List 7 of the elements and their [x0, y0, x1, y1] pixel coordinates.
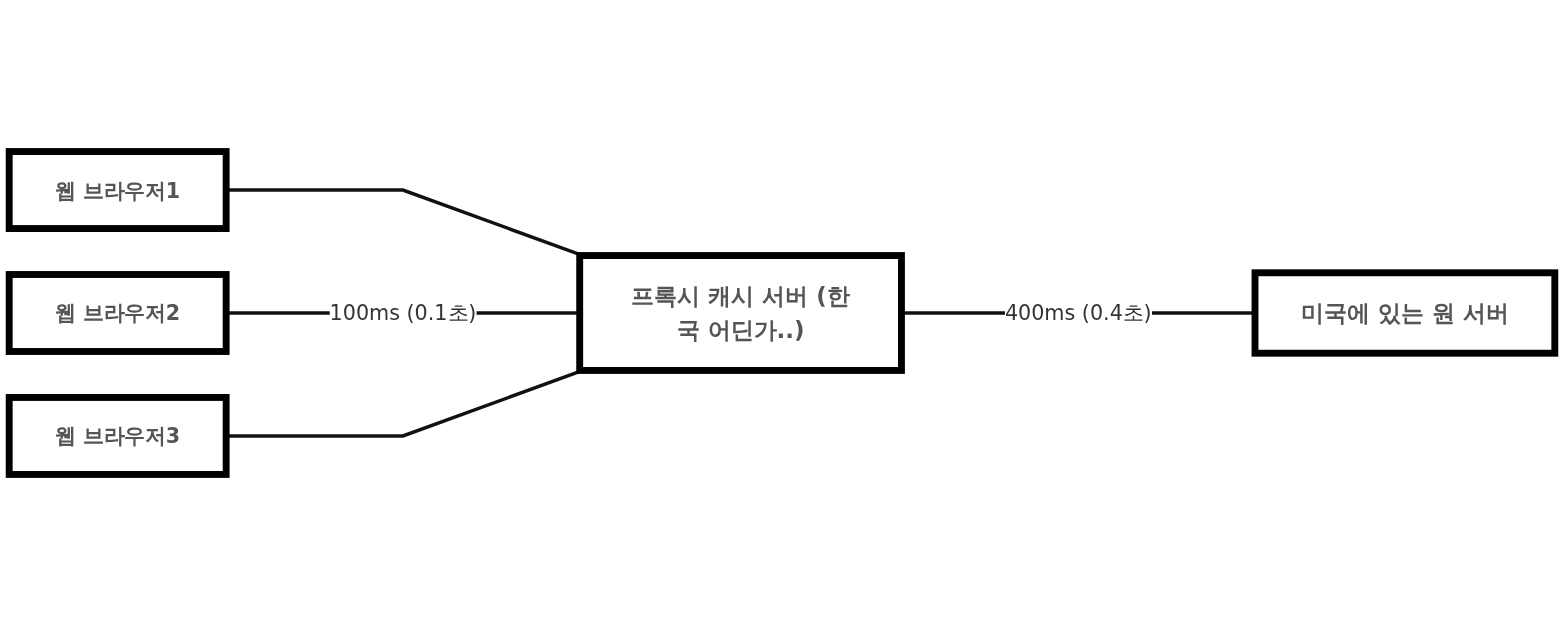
node-box: 웹 브라우저1: [5, 148, 230, 232]
node-box: 웹 브라우저2: [5, 271, 230, 355]
node-box: 프록시 캐시 서버 (한국 어딘가..): [576, 252, 905, 374]
edge-label: 100ms (0.1초): [329, 300, 477, 326]
node-box: 웹 브라우저3: [5, 394, 230, 478]
node-box: 미국에 있는 원 서버: [1251, 269, 1559, 357]
edge-label: 400ms (0.4초): [1004, 300, 1152, 326]
